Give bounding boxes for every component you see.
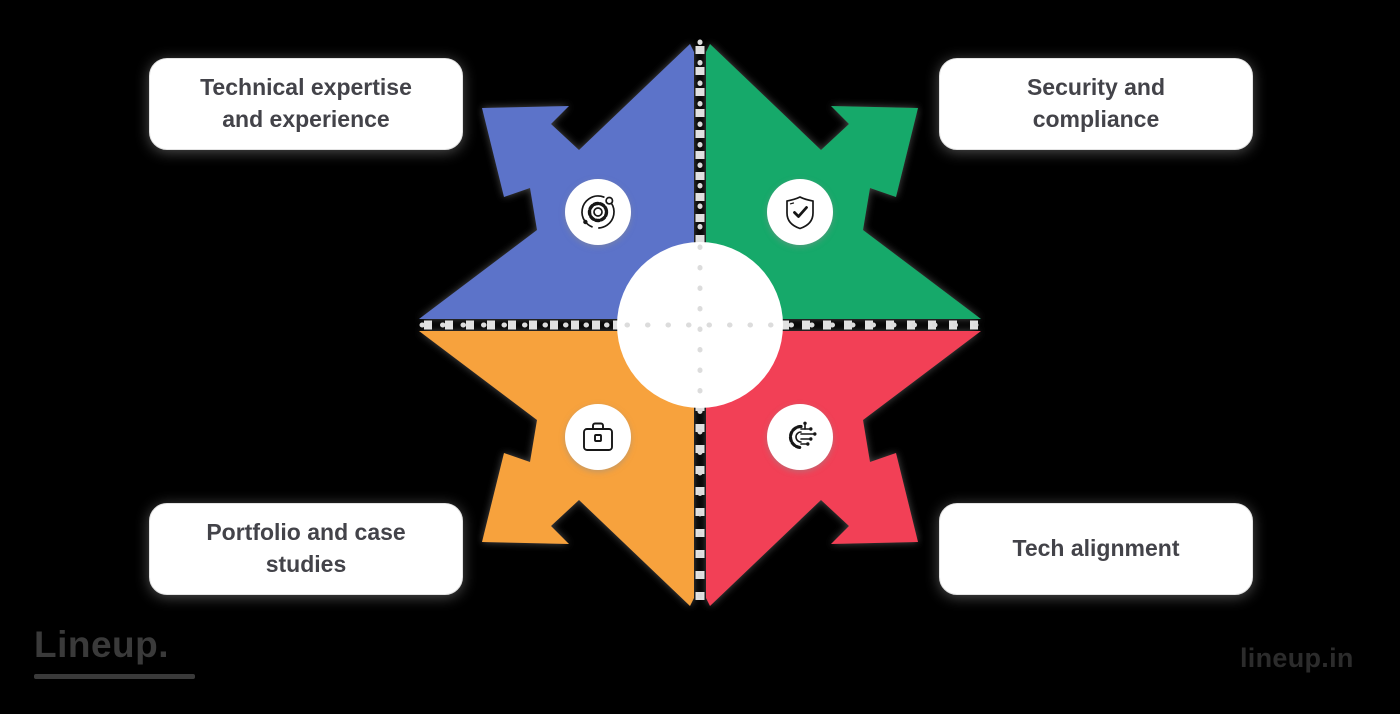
axis-dots [419, 39, 987, 613]
label-card-tech-alignment: Tech alignment [939, 503, 1253, 595]
arrow-bottom-right [706, 331, 981, 606]
label-text-security-compliance: Security and compliance [1026, 74, 1166, 132]
brand-logo-underline [34, 674, 195, 679]
label-text-tech-alignment: Tech alignment [1012, 535, 1180, 562]
label-text-portfolio-case-studies: Portfolio and case studies [206, 519, 406, 577]
briefcase-icon [565, 404, 631, 470]
brand-logo: Lineup. [34, 624, 170, 665]
label-text-technical-expertise: Technical expertise and experience [200, 74, 412, 132]
label-card-technical-expertise: Technical expertise and experience [149, 58, 463, 150]
arrow-bottom-left [419, 331, 694, 606]
arrow-top-right [706, 44, 981, 319]
arrow-top-left [419, 44, 694, 319]
gear-orbit-icon [565, 179, 631, 245]
shield-check-icon [767, 179, 833, 245]
label-card-portfolio-case-studies: Portfolio and case studies [149, 503, 463, 595]
watermark-url: lineup.in [1240, 643, 1354, 673]
label-card-security-compliance: Security and compliance [939, 58, 1253, 150]
ai-circuit-gear-icon [767, 404, 833, 470]
center-circle [617, 242, 783, 408]
